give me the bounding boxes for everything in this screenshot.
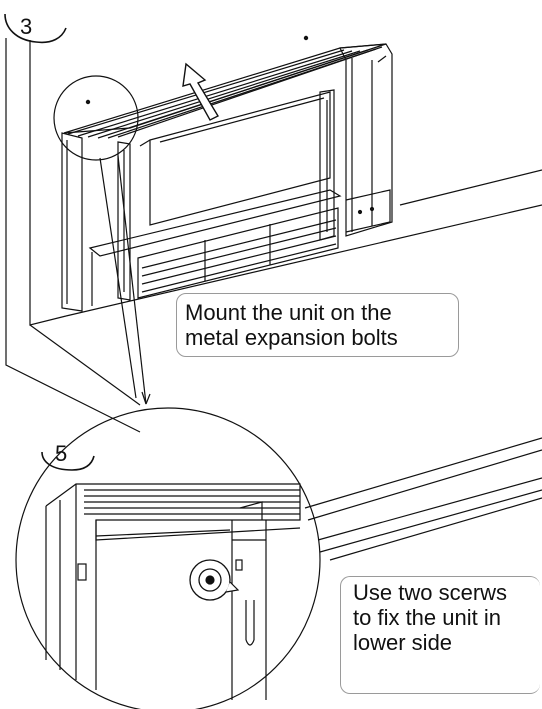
step-number-3: 3 xyxy=(20,14,33,39)
step-3-badge-shape xyxy=(4,13,67,44)
leader-lines xyxy=(99,155,151,405)
push-direction-arrow xyxy=(182,62,219,121)
zoomed-unit xyxy=(45,483,301,700)
mount-instruction-callout: Mount the unit on the metal expansion bo… xyxy=(176,293,459,357)
screw-instruction-callout: Use two scerws to fix the unit in lower … xyxy=(340,576,540,694)
zoom-circle xyxy=(15,407,321,709)
screw-instruction-line-1: Use two scerws xyxy=(353,580,508,605)
room-outline xyxy=(5,38,542,433)
mount-instruction-line-1: Mount the unit on the xyxy=(185,300,392,325)
step-number-5: 5 xyxy=(55,441,68,466)
detail-circle xyxy=(53,75,139,161)
step-5-badge-shape xyxy=(41,451,95,471)
fan-coil-unit xyxy=(61,35,393,312)
mount-instruction-line-2: metal expansion bolts xyxy=(185,325,398,350)
screw-instruction-line-2: to fix the unit in xyxy=(353,605,501,630)
rails xyxy=(304,437,542,561)
screw-instruction-line-3: lower side xyxy=(353,630,453,655)
